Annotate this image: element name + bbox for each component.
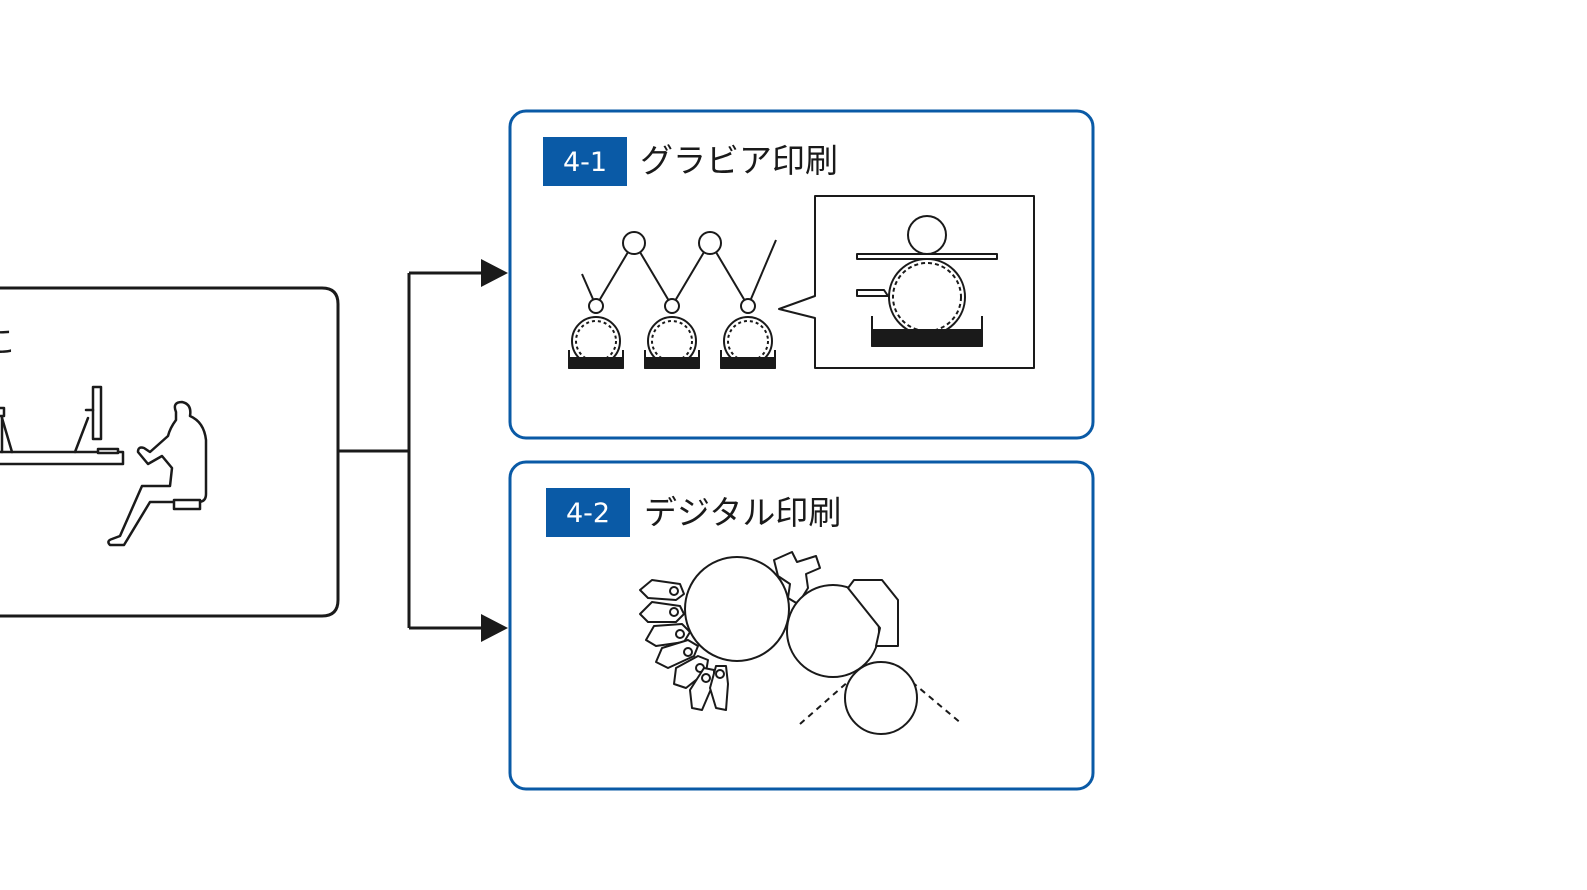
panel-gravure-printing: 4-1 グラビア印刷 — [508, 109, 1095, 440]
connector-lines — [338, 271, 484, 630]
gravure-press-icon — [568, 231, 777, 369]
source-box: こ — [0, 286, 340, 618]
arrowhead-to-4-2 — [481, 614, 508, 642]
panel-digital-printing: 4-2 デジタル印刷 — [508, 460, 1095, 791]
desk-worker-icon — [0, 385, 208, 547]
digital-press-drum-icon — [639, 551, 963, 735]
source-box-label: こ — [0, 325, 16, 360]
panel-number-badge — [546, 488, 630, 537]
panel-title: グラビア印刷 — [640, 141, 838, 180]
panel-number-badge — [543, 137, 627, 186]
gravure-cylinder-detail-icon — [778, 195, 1035, 369]
panel-title: デジタル印刷 — [644, 493, 841, 532]
panel-number: 4-1 — [563, 147, 607, 178]
arrowhead-to-4-1 — [481, 259, 508, 287]
panel-number: 4-2 — [566, 498, 610, 529]
